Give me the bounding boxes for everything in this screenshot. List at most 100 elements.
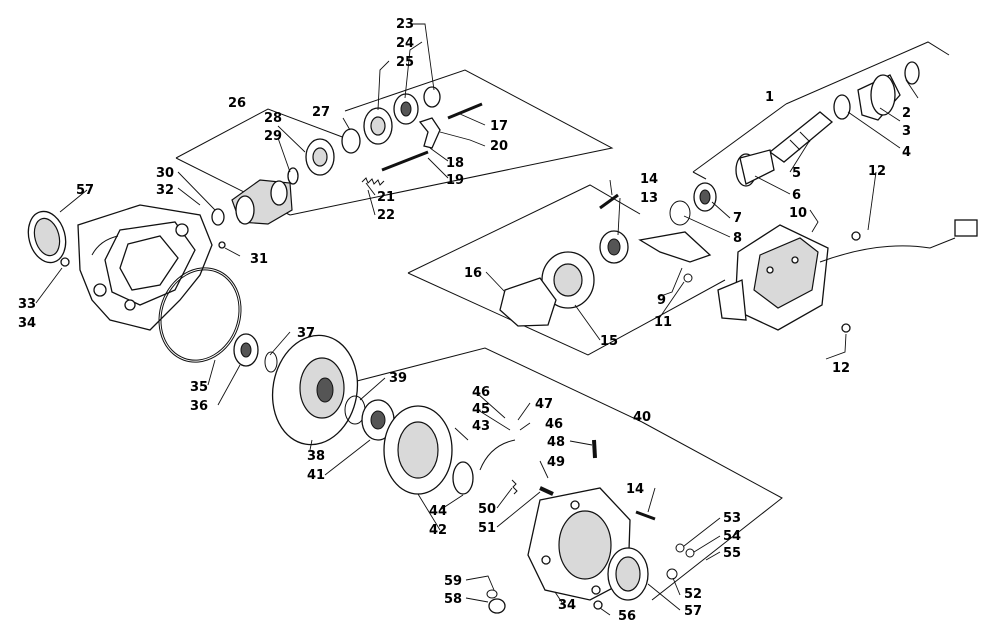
screw-12-lower <box>841 323 851 333</box>
gasket-16 <box>499 277 557 327</box>
label-57b: 57 <box>684 604 702 619</box>
label-4: 4 <box>902 145 911 160</box>
seal-44 <box>452 461 474 495</box>
label-58: 58 <box>444 592 462 607</box>
label-6: 6 <box>792 188 801 203</box>
label-11: 11 <box>654 315 672 330</box>
label-18: 18 <box>446 156 464 171</box>
ring-8 <box>669 200 691 226</box>
boot-3 <box>857 74 901 121</box>
ring-gear-38 <box>271 334 359 446</box>
actuator-housing-10 <box>717 219 978 331</box>
label-19: 19 <box>446 173 464 188</box>
bolt-14-lower <box>635 510 656 521</box>
label-36: 36 <box>190 399 208 414</box>
bearing-36 <box>233 333 259 367</box>
shim-37 <box>264 351 278 373</box>
washer-54 <box>685 548 695 558</box>
bearing-13 <box>599 230 629 264</box>
label-1: 1 <box>765 90 774 105</box>
clip-45 <box>479 439 516 471</box>
label-7: 7 <box>733 211 742 226</box>
label-10: 10 <box>789 206 807 221</box>
label-51: 51 <box>478 521 496 536</box>
label-59: 59 <box>444 574 462 589</box>
washer-53 <box>675 543 685 553</box>
label-43: 43 <box>472 419 490 434</box>
screw-56 <box>593 600 603 610</box>
label-25: 25 <box>396 55 414 70</box>
label-52: 52 <box>684 587 702 602</box>
label-37: 37 <box>297 326 315 341</box>
label-14a: 14 <box>640 172 658 187</box>
bolt-14-upper <box>599 193 619 210</box>
label-57a: 57 <box>76 183 94 198</box>
front-cover <box>527 487 631 601</box>
label-40: 40 <box>633 410 651 425</box>
label-5: 5 <box>792 166 801 181</box>
label-38: 38 <box>307 449 325 464</box>
pinion-gear <box>211 179 293 226</box>
part-labels: 1 2 3 4 5 6 7 8 9 10 11 12 12 13 14 14 1… <box>18 17 911 624</box>
label-8: 8 <box>733 231 742 246</box>
shaft-6 <box>735 149 775 187</box>
spline-shaft-5 <box>768 111 834 163</box>
label-14b: 14 <box>626 482 644 497</box>
label-50: 50 <box>478 502 496 517</box>
bolt-33-34 <box>60 257 70 267</box>
label-34a: 34 <box>18 316 36 331</box>
label-48: 48 <box>547 435 565 450</box>
bearing-7 <box>693 182 717 212</box>
label-45: 45 <box>472 402 490 417</box>
plug-58 <box>486 589 506 614</box>
spring-50 <box>511 479 518 495</box>
label-21: 21 <box>377 190 395 205</box>
seal-57-left <box>27 210 67 264</box>
group-bracket-1 <box>692 41 950 180</box>
rear-housing <box>77 204 213 331</box>
clamp-2 <box>904 61 920 85</box>
label-49: 49 <box>547 455 565 470</box>
spring-21 <box>361 177 385 186</box>
label-27: 27 <box>312 105 330 120</box>
leader-lines <box>35 23 919 616</box>
label-3: 3 <box>902 124 911 139</box>
label-32: 32 <box>156 183 174 198</box>
label-46a: 46 <box>472 385 490 400</box>
label-22: 22 <box>377 208 395 223</box>
label-46b: 46 <box>545 417 563 432</box>
clamp-4 <box>833 94 851 120</box>
stud-48 <box>592 439 597 459</box>
o-ring-35 <box>158 267 242 363</box>
screw-12-upper <box>851 231 861 241</box>
label-20: 20 <box>490 139 508 154</box>
label-28: 28 <box>264 111 282 126</box>
o-ring-11 <box>683 273 693 283</box>
label-56: 56 <box>618 609 636 624</box>
label-44: 44 <box>429 504 447 519</box>
bearing-27 <box>341 128 361 154</box>
label-30: 30 <box>156 166 174 181</box>
label-31: 31 <box>250 252 268 267</box>
gear-25 <box>363 107 393 145</box>
label-12a: 12 <box>868 164 886 179</box>
label-23: 23 <box>396 17 414 32</box>
pin-49 <box>539 486 554 496</box>
label-29: 29 <box>264 129 282 144</box>
label-41: 41 <box>307 468 325 483</box>
label-42: 42 <box>429 523 447 538</box>
label-13: 13 <box>640 191 658 206</box>
ring-52 <box>666 568 678 580</box>
ring-23 <box>423 86 441 108</box>
label-2: 2 <box>902 106 911 121</box>
plug-31 <box>218 241 226 249</box>
label-47: 47 <box>535 397 553 412</box>
label-34b: 34 <box>558 598 576 613</box>
label-39: 39 <box>389 371 407 386</box>
bracket-9 <box>638 231 712 263</box>
label-12b: 12 <box>832 361 850 376</box>
label-16: 16 <box>464 266 482 281</box>
label-9: 9 <box>657 293 666 308</box>
washer-29 <box>287 167 299 185</box>
